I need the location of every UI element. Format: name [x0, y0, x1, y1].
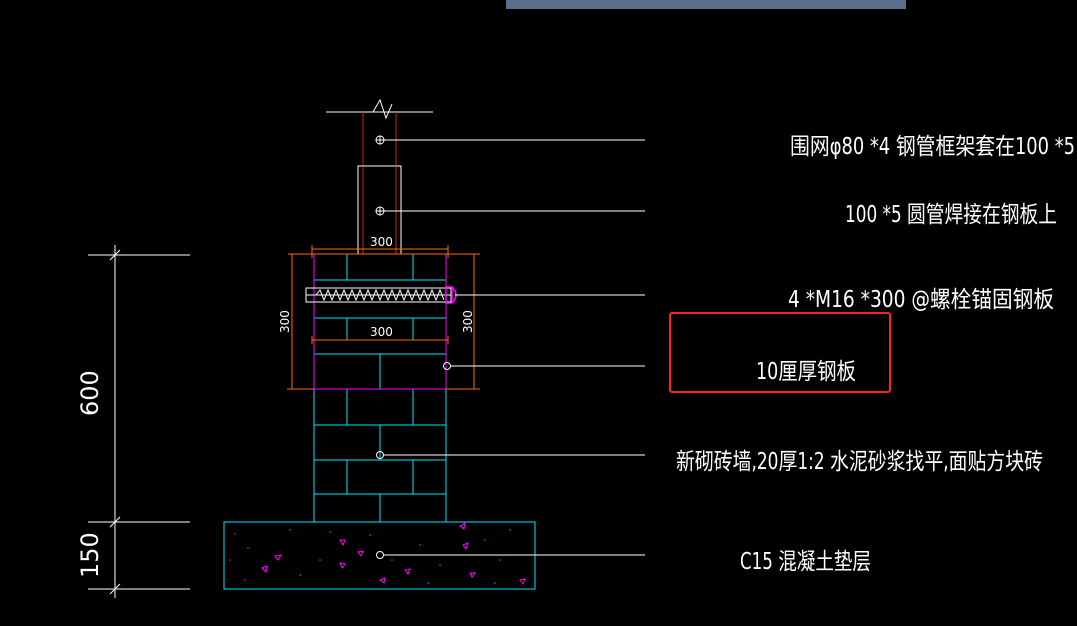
fence-pipe-label: 围网φ80 *4 钢管框架套在100 *5 — [790, 134, 1075, 160]
bolts-label: 4 *M16 *300 @螺栓锚固钢板 — [788, 287, 1054, 313]
plate-dimensions — [287, 245, 480, 390]
overall-dimensions — [88, 245, 190, 598]
steel-plate-label: 10厘厚钢板 — [756, 359, 856, 385]
plate-right-height: 300 — [461, 310, 475, 333]
concrete-label: C15 混凝土垫层 — [740, 549, 871, 575]
selection-highlight-box[interactable] — [669, 312, 891, 393]
round-pipe-label: 100 *5 圆管焊接在钢板上 — [845, 202, 1057, 228]
brick-wall-label: 新砌砖墙,20厚1:2 水泥砂浆找平,面贴方块砖 — [676, 449, 1043, 475]
base-height-dimension: 150 — [76, 532, 104, 578]
steel-pipe — [326, 98, 433, 255]
anchor-bolt — [305, 286, 457, 304]
plate-mid-width: 300 — [370, 325, 393, 339]
leader-lines — [375, 135, 645, 559]
top-toolbar-strip — [506, 0, 906, 9]
plate-top-width: 300 — [370, 235, 393, 249]
plate-left-height: 300 — [278, 310, 292, 333]
wall-height-dimension: 600 — [76, 370, 104, 416]
